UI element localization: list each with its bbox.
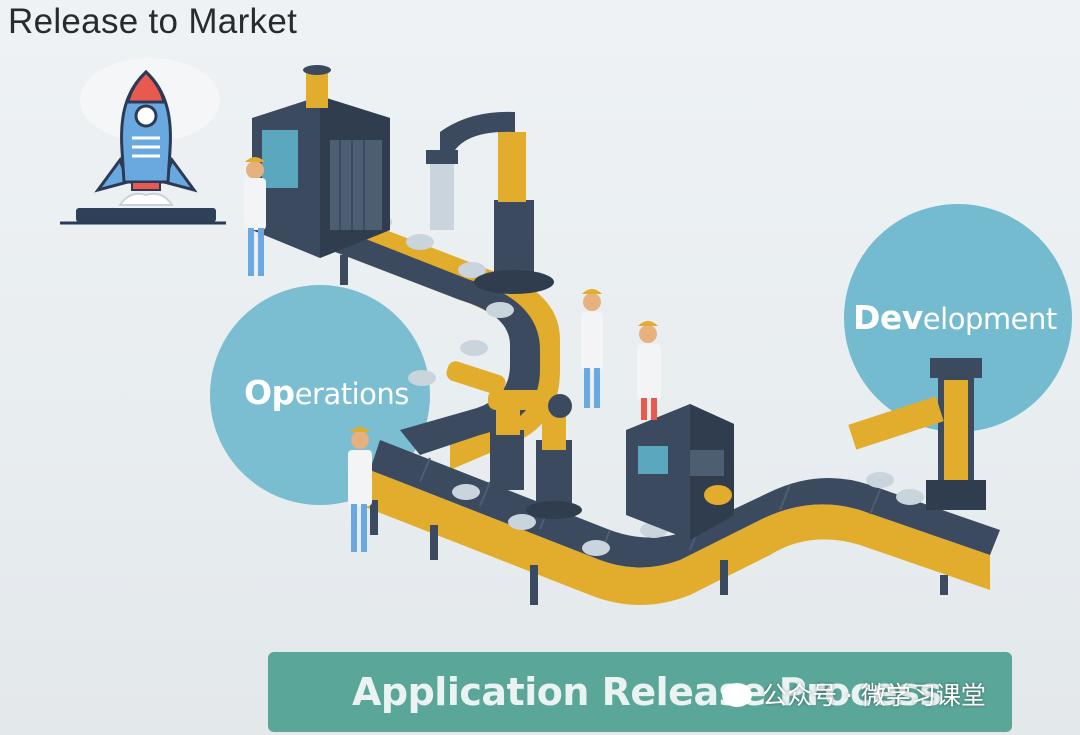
development-label: Development xyxy=(853,298,1057,337)
worker-figure xyxy=(581,289,603,408)
banner-title: Application Release Process xyxy=(352,670,942,714)
operations-label-initial: Op xyxy=(244,373,295,412)
worker-figure xyxy=(348,427,372,552)
wechat-icon xyxy=(722,683,752,707)
robot-arm xyxy=(426,111,554,294)
development-label-initial: Dev xyxy=(853,298,923,337)
rocket-icon xyxy=(60,58,226,225)
machine-station xyxy=(626,404,734,540)
process-banner: Application Release Process xyxy=(268,652,1012,732)
operations-label: Operations xyxy=(244,373,409,412)
worker-figure xyxy=(637,321,661,420)
operations-label-rest: erations xyxy=(294,377,410,411)
watermark-text: 公众号 · 微学习课堂 xyxy=(762,681,986,710)
development-circle xyxy=(844,204,1072,432)
operations-circle xyxy=(210,285,430,505)
watermark: 公众号 · 微学习课堂 xyxy=(722,676,986,712)
slide-title: Release to Market xyxy=(8,2,298,41)
development-label-rest: elopment xyxy=(922,302,1057,336)
worker-figure xyxy=(244,157,266,276)
machine-station xyxy=(252,65,390,258)
robot-arm xyxy=(848,358,986,510)
robot-arm xyxy=(446,361,582,519)
